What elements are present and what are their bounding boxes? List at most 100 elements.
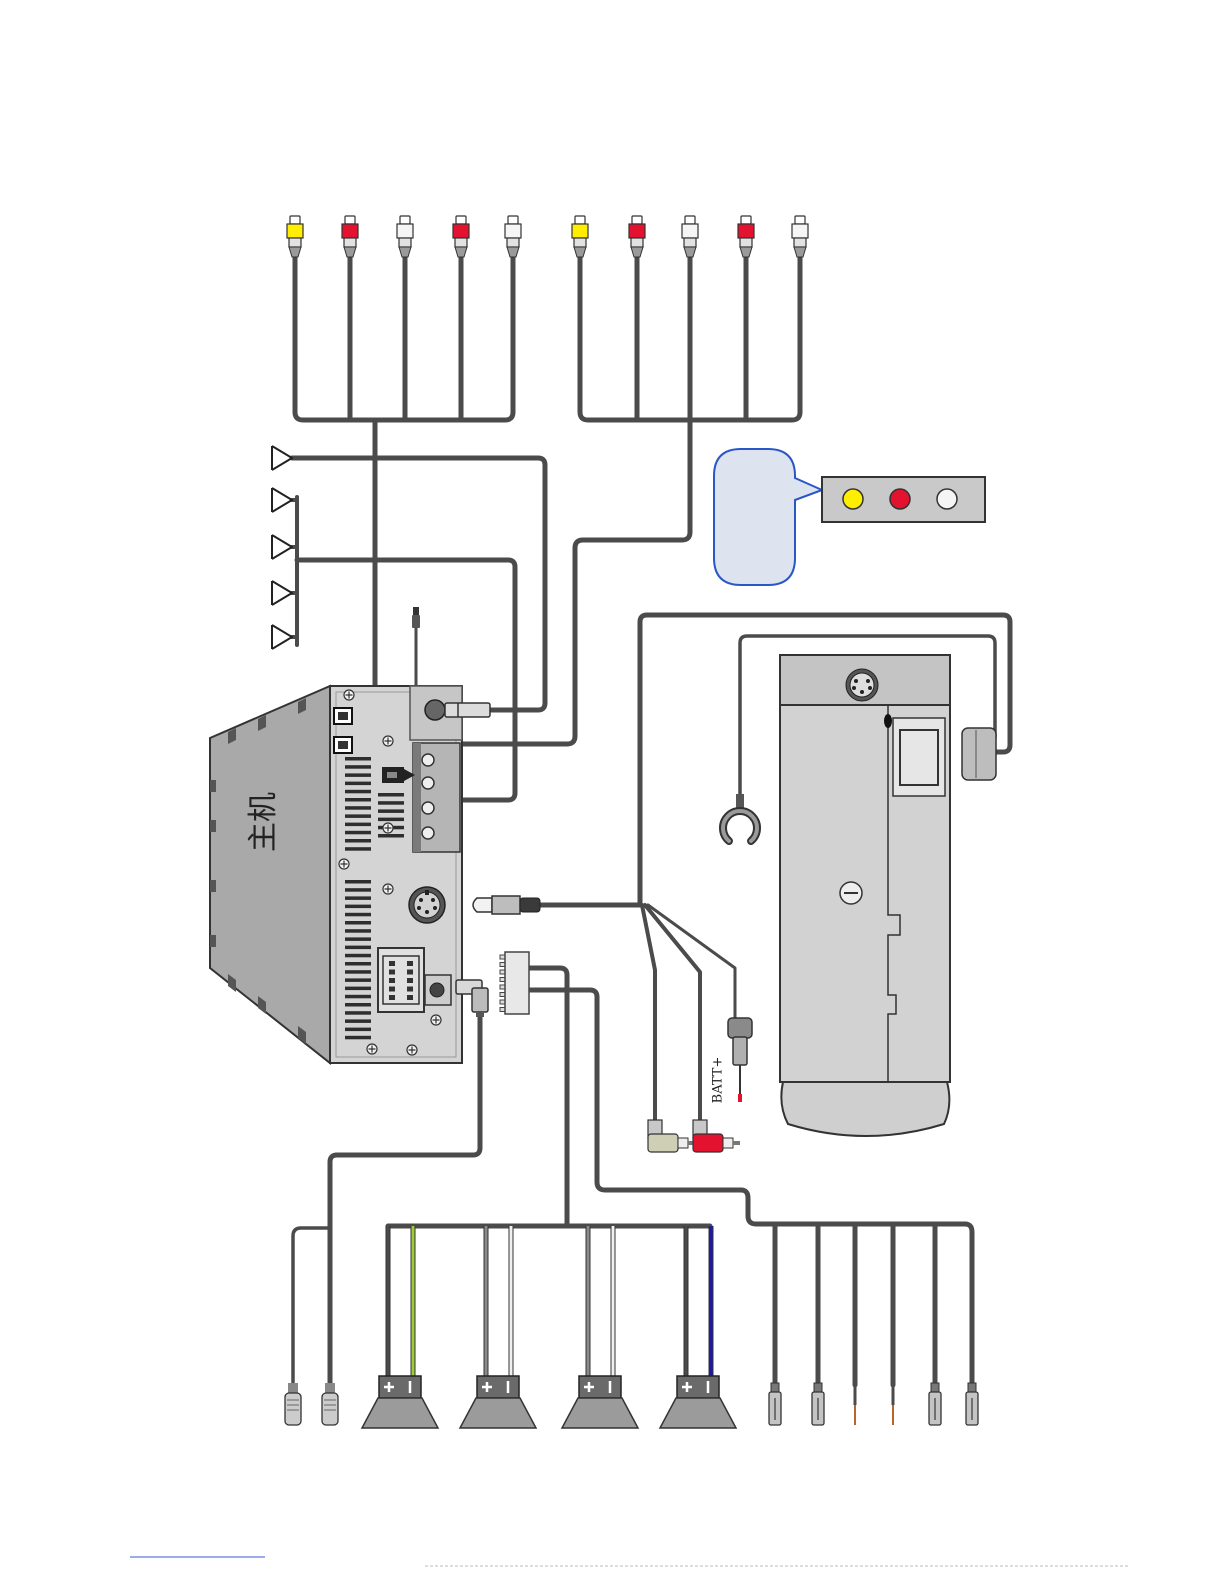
rca-plug-layer [287, 216, 808, 257]
vent-slot [345, 896, 371, 900]
speaker-cone [362, 1398, 438, 1428]
rca-plug-yellow [572, 216, 588, 257]
batt-lead-tip [738, 1094, 742, 1102]
speaker-icon [562, 1226, 638, 1428]
callout-bubble [714, 449, 822, 585]
vent-slot [345, 929, 371, 933]
plug-neck [325, 1383, 335, 1393]
slot-screw-icon [840, 882, 862, 904]
vent-slot [345, 847, 371, 851]
vent-slot [345, 839, 371, 843]
rca-plug-white [505, 216, 521, 257]
main-unit-label: 主机 [246, 792, 281, 852]
rca-sleeve [399, 238, 411, 247]
antenna-bus [292, 497, 297, 645]
antenna-plug-bottom-2 [322, 1383, 338, 1425]
small-jack [425, 975, 451, 1005]
screw-icon [344, 690, 354, 700]
antenna-plug-body [445, 703, 490, 717]
rca-harness-1-trunk [352, 420, 375, 716]
jack-socket [425, 700, 445, 720]
plug-body [322, 1393, 338, 1425]
terminal-block-strip [413, 743, 421, 852]
rca-strain-relief [684, 247, 696, 257]
branch-gray-rca [642, 905, 655, 1122]
rca-sleeve [574, 238, 586, 247]
speaker-cone [660, 1398, 736, 1428]
rca-strain-relief [794, 247, 806, 257]
small-jack-socket [430, 983, 444, 997]
harness-connector-body [505, 952, 529, 1014]
vent-slot [345, 995, 371, 999]
mic-plug [412, 607, 420, 628]
din-pin [417, 906, 421, 910]
antenna-jack [425, 700, 490, 720]
rca-tip [795, 216, 805, 224]
antenna-symbol-layer [272, 446, 292, 649]
rca-color-band [738, 224, 754, 238]
vent-slot [345, 880, 371, 884]
rca-plug-white [792, 216, 808, 257]
din-pin [433, 906, 437, 910]
plug-neck [288, 1383, 298, 1393]
speaker-harness-connector [500, 952, 529, 1014]
harness-pin [389, 978, 395, 983]
vent-slot [345, 888, 371, 892]
vent-slot [345, 790, 371, 794]
vent-slot [345, 978, 371, 982]
terminal-socket [422, 754, 434, 766]
batt-label: BATT+ [711, 1057, 726, 1104]
vent-slot [345, 814, 371, 818]
speaker-cone [460, 1398, 536, 1428]
rca-strain-relief [740, 247, 752, 257]
remote-unit [780, 655, 996, 1136]
rca-sleeve [684, 238, 696, 247]
antenna-icon [272, 488, 292, 512]
color-key-yellow [843, 489, 863, 509]
rca-color-band [505, 224, 521, 238]
color-key-white [937, 489, 957, 509]
side-panel-rib [210, 880, 216, 892]
spade-terminal-icon [812, 1383, 824, 1425]
harness-pin [389, 961, 395, 966]
remote-unit-indicator [884, 714, 892, 728]
din-pin [860, 690, 864, 694]
video-port-1 [334, 708, 352, 724]
vent-slot [345, 905, 371, 909]
rca-strain-relief [631, 247, 643, 257]
vent-slot [345, 970, 371, 974]
spade-terminal-icon [966, 1383, 978, 1425]
harness-pin [407, 970, 413, 975]
rca-color-band [682, 224, 698, 238]
vent-slot [345, 782, 371, 786]
vent-slot [345, 921, 371, 925]
rca-tip [685, 216, 695, 224]
din-key [425, 890, 429, 895]
color-key-red [890, 489, 910, 509]
rca-plug-red [453, 216, 469, 257]
mic-connector-slot [387, 772, 397, 778]
vent-slot [345, 1003, 371, 1007]
vent-slot [345, 757, 371, 761]
antenna-icon [272, 446, 292, 470]
harness-pin [389, 970, 395, 975]
rca-sleeve [344, 238, 356, 247]
screw-icon [407, 1045, 417, 1055]
rca-strain-relief [399, 247, 411, 257]
spade-terminal-icon [769, 1383, 781, 1425]
antenna-icon [272, 625, 292, 649]
rca-tip [575, 216, 585, 224]
fuse-body [733, 1037, 747, 1065]
screw-icon [339, 859, 349, 869]
video-port-2 [334, 737, 352, 753]
harness-pin [407, 961, 413, 966]
vent-slot [378, 818, 404, 822]
remote-unit-bottom [781, 1082, 949, 1136]
harness-socket-frame [378, 948, 424, 1012]
din-pin [419, 898, 423, 902]
harness-socket [378, 948, 424, 1012]
rca-color-band [453, 224, 469, 238]
din-pin [852, 686, 856, 690]
harness-pin [407, 987, 413, 992]
